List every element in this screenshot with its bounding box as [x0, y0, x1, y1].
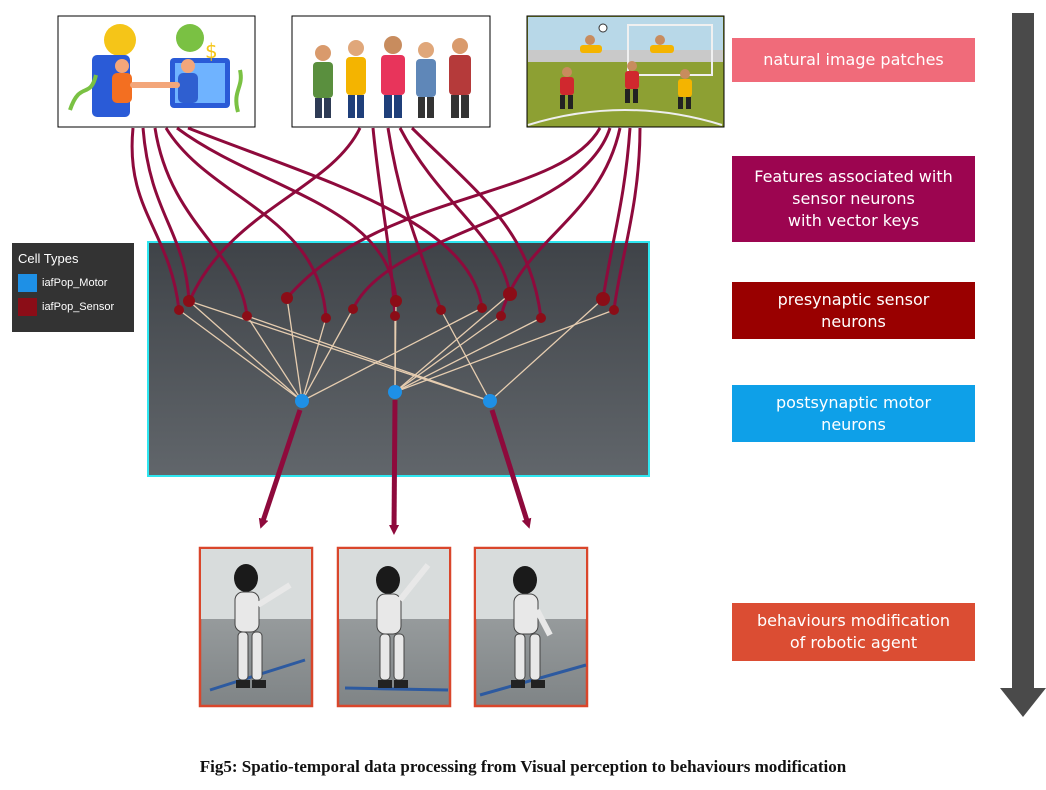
sensor-neuron: [281, 292, 293, 304]
label-postsynaptic-neurons: postsynaptic motor neurons: [732, 385, 975, 442]
sensor-neuron: [183, 295, 195, 307]
sensor-neuron: [321, 313, 331, 323]
label-features: Features associated with sensor neurons …: [732, 156, 975, 242]
process-flow-arrow: [1000, 13, 1046, 717]
group-of-people-illustration: [291, 15, 491, 128]
legend-item-sensor: iafPop_Sensor: [18, 298, 128, 316]
label-natural-image-patches: natural image patches: [732, 38, 975, 82]
legend-item-label: iafPop_Sensor: [42, 301, 115, 313]
label-behaviours-modification: behaviours modification of robotic agent: [732, 603, 975, 661]
motor-neuron: [388, 385, 402, 399]
feature-connections: [130, 126, 642, 319]
sensor-neuron: [503, 287, 517, 301]
sensor-neuron: [477, 303, 487, 313]
motor-neurons: [295, 385, 497, 408]
sensor-neuron: [436, 305, 446, 315]
sensor-neuron: [242, 311, 252, 321]
robot-pose-2: [336, 546, 452, 708]
motor-output-arrows: [258, 399, 532, 535]
legend-item-motor: iafPop_Motor: [18, 274, 128, 292]
sensor-neuron: [536, 313, 546, 323]
label-presynaptic-neurons: presynaptic sensor neurons: [732, 282, 975, 339]
figure-caption: Fig5: Spatio-temporal data processing fr…: [199, 757, 847, 776]
cell-types-legend: Cell Types iafPop_Motor iafPop_Sensor: [12, 243, 134, 332]
sensor-neuron: [348, 304, 358, 314]
soccer-match-illustration: [526, 15, 725, 128]
motor-color-swatch: [18, 274, 37, 292]
sensor-neurons: [174, 287, 619, 323]
motor-neuron: [295, 394, 309, 408]
legend-title: Cell Types: [18, 251, 79, 266]
robot-pose-3: [473, 546, 589, 708]
synapse-lines: [178, 293, 615, 402]
neural-network-panel: [147, 241, 650, 477]
business-handshake-illustration: $: [57, 15, 256, 128]
sensor-neuron: [596, 292, 610, 306]
legend-item-label: iafPop_Motor: [42, 277, 108, 289]
motor-neuron: [483, 394, 497, 408]
sensor-neuron: [390, 295, 402, 307]
sensor-neuron: [390, 311, 400, 321]
sensor-neuron: [174, 305, 184, 315]
sensor-neuron: [609, 305, 619, 315]
sensor-color-swatch: [18, 298, 37, 316]
svg-text:$: $: [205, 39, 218, 63]
sensor-neuron: [496, 311, 506, 321]
robot-pose-1: [198, 546, 314, 708]
